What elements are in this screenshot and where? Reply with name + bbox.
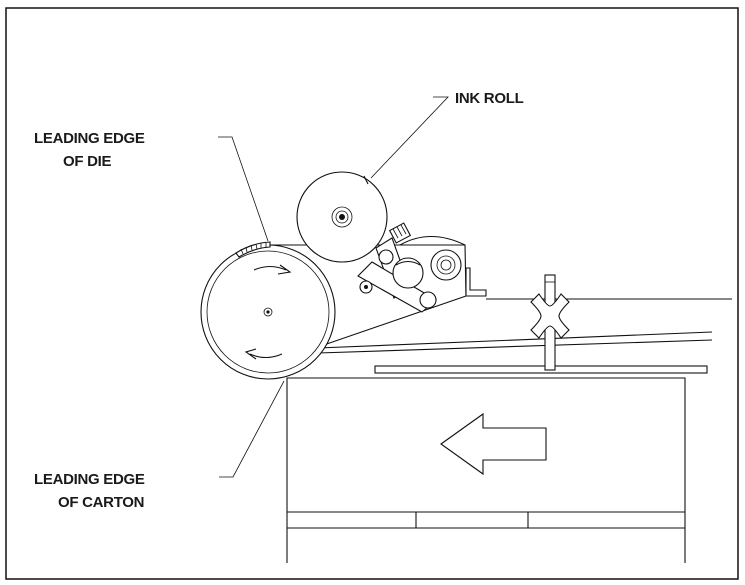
adjuster-knob-icon — [392, 257, 424, 289]
leader-lines — [218, 96, 449, 478]
ink-roll — [296, 171, 388, 263]
post-clamp — [530, 274, 570, 371]
carton — [286, 377, 686, 563]
die-drum — [200, 241, 336, 380]
label-leading-edge-carton-line2: OF CARTON — [58, 494, 144, 511]
label-leading-edge-die-line1: LEADING EDGE — [34, 130, 145, 147]
direction-arrow-icon — [440, 412, 547, 476]
pivot-bearing — [430, 249, 462, 281]
conveyor-rails — [317, 298, 732, 374]
label-leading-edge-die-line2: OF DIE — [63, 153, 111, 170]
diagram-frame — [5, 7, 739, 580]
label-ink-roll: INK ROLL — [455, 90, 524, 107]
label-leading-edge-carton-line1: LEADING EDGE — [34, 471, 145, 488]
